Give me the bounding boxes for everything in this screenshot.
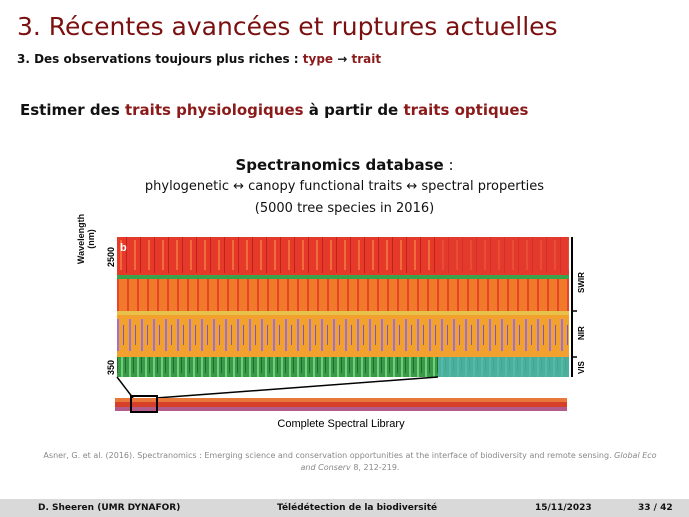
subtitle-trait: trait [351, 52, 382, 66]
citation-ref: 8, 212-219. [350, 463, 400, 472]
citation-text: Asner, G. et al. (2016). Spectranomics :… [43, 451, 612, 460]
zoom-line-left [116, 376, 134, 399]
subtitle-arrow: → [337, 52, 348, 66]
citation: Asner, G. et al. (2016). Spectranomics :… [40, 450, 660, 474]
spectral-heatmap: 2500 350 b SWIR NIR VIS Complete Spectra… [106, 237, 586, 430]
zoom-box [130, 395, 158, 413]
footer-author: D. Sheeren (UMR DYNAFOR) [38, 503, 181, 513]
figure-title-bold: Spectranomics database [235, 156, 444, 174]
figure-line-2: (5000 tree species in 2016) [254, 201, 435, 216]
slide-subtitle: 3. Des observations toujours plus riches… [17, 52, 381, 66]
headline: Estimer des traits physiologiques à part… [20, 101, 528, 119]
figure-line-1: phylogenetic ↔ canopy functional traits … [144, 179, 545, 194]
zoom-line-right [155, 376, 439, 399]
headline-part-3: à partir de [303, 101, 404, 119]
subtitle-type: type [302, 52, 334, 66]
footer-course: Télédétection de la biodiversité [277, 503, 438, 513]
band-nir: NIR [577, 326, 586, 340]
figure-title-colon: : [443, 156, 454, 174]
library-strip [115, 395, 567, 413]
headline-part-1: Estimer des [20, 101, 125, 119]
y-tick-bottom: 350 [106, 360, 116, 375]
y-axis-label: Wavelength (nm) [76, 213, 96, 265]
headline-physiological: traits physiologiques [124, 101, 304, 119]
subtitle-prefix: 3. Des observations toujours plus riches… [17, 52, 303, 66]
slide-title: 3. Récentes avancées et ruptures actuell… [17, 12, 558, 41]
footer-page: 33 / 42 [638, 503, 673, 513]
citation-journal: Global Eco and Conserv [300, 451, 657, 472]
band-vis: VIS [577, 360, 586, 374]
figure-title: Spectranomics database : [0, 156, 689, 174]
y-tick-top: 2500 [106, 247, 116, 267]
headline-optical: traits optiques [403, 101, 529, 119]
footer-bar: D. Sheeren (UMR DYNAFOR) Télédétection d… [0, 499, 689, 517]
library-label: Complete Spectral Library [277, 418, 405, 430]
panel-letter: b [120, 242, 127, 254]
heatmap-body [117, 237, 569, 377]
band-swir: SWIR [577, 272, 586, 293]
footer-date: 15/11/2023 [535, 503, 592, 513]
